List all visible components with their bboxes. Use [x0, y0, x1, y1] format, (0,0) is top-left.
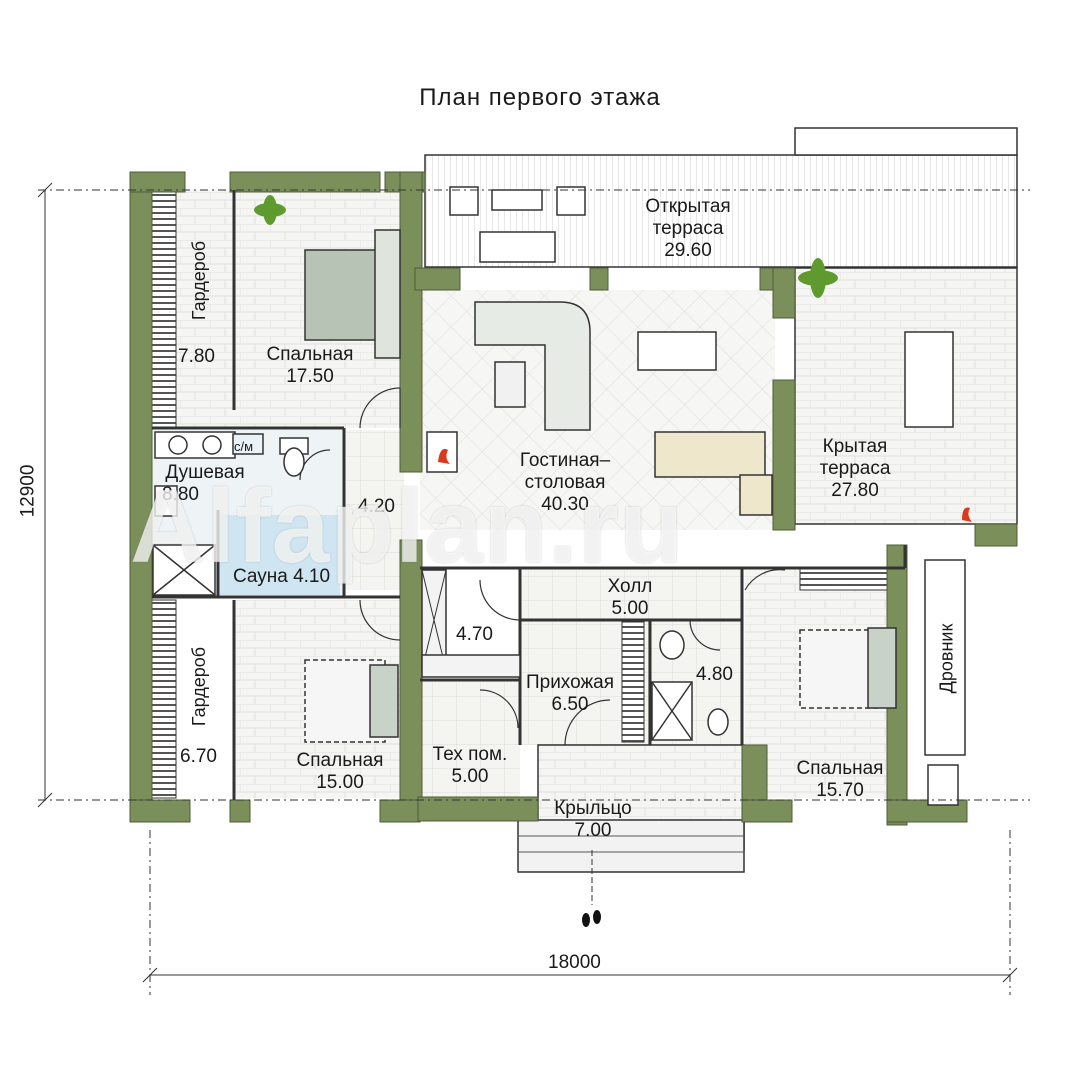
beds	[304, 229, 897, 743]
label-wardrobe-2: Гардероб	[189, 646, 210, 727]
living-furniture	[426, 301, 954, 516]
dimension-height: 12900	[17, 464, 39, 518]
label-tech: Тех пом. 5.00	[432, 744, 508, 787]
label-bedroom-1: Спальная 17.50	[266, 344, 354, 387]
footprints-icon	[582, 910, 601, 927]
label-wardrobe-1-area: 7.80	[178, 346, 215, 367]
plant-icon	[254, 195, 838, 298]
shower-fixtures	[152, 431, 309, 596]
porch-step	[517, 819, 745, 873]
plan-title: План первого этажа	[419, 84, 661, 111]
label-porch: Крыльцо 7.00	[554, 798, 632, 841]
label-shower: Душевая 8.80	[162, 462, 245, 505]
sauna-floor	[220, 515, 340, 595]
rack-2	[149, 599, 177, 799]
label-washer: с/м	[234, 439, 254, 454]
tech-floor	[420, 680, 520, 798]
label-bedroom-3: Спальная 15.70	[796, 758, 884, 801]
label-wardrobe-2-area: 6.70	[180, 746, 217, 767]
label-open-terrace: Открытая терраса 29.60	[645, 196, 731, 261]
label-entrance: Прихожая 6.50	[525, 672, 615, 715]
label-bedroom-2: Спальная 15.00	[296, 750, 384, 793]
label-covered-terrace: Крытая терраса 27.80	[819, 436, 891, 501]
partitions	[152, 190, 907, 800]
label-wardrobe-1: Гардероб	[189, 240, 210, 321]
label-hall: Холл 5.00	[607, 576, 653, 619]
hall-floor	[520, 570, 742, 620]
watermark: Alfaplan.ru	[130, 469, 685, 585]
rack-1	[149, 189, 177, 429]
label-wc: 4.80	[696, 664, 733, 685]
door-swings	[299, 387, 786, 746]
fireplace-icon	[438, 448, 972, 522]
tech-shelf	[421, 654, 521, 678]
walls	[129, 171, 1018, 826]
corridor-floor	[344, 430, 404, 590]
porch-step-lines	[518, 835, 744, 853]
label-corridor: 4.20	[358, 496, 395, 517]
woodshed-box-small	[927, 764, 959, 806]
dimension-width: 18000	[548, 952, 601, 973]
terrace-extension	[794, 127, 1018, 156]
terrace-furniture	[449, 186, 586, 263]
rack-3	[799, 567, 901, 591]
wc-fixtures	[651, 630, 729, 741]
label-sauna: Сауна 4.10	[232, 566, 331, 587]
label-woodshed: Дровник	[936, 623, 957, 694]
dimension-lines	[37, 182, 1030, 995]
label-living: Гостиная–столовая 40.30	[519, 450, 611, 515]
woodshed-box	[924, 559, 966, 756]
label-closet: 4.70	[456, 624, 493, 645]
rack-4	[621, 621, 645, 743]
